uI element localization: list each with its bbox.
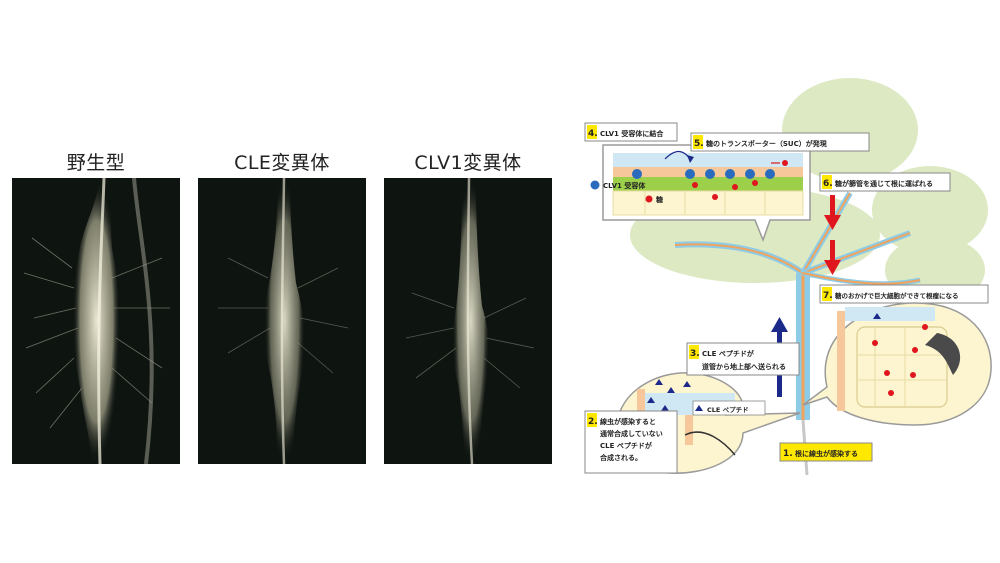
- gall-callout: [802, 302, 992, 426]
- photo-clv1-mutant: [384, 178, 552, 464]
- legend: CLV1 受容体 糖: [590, 180, 663, 204]
- root-image-cle-mutant: [218, 178, 349, 464]
- svg-text:7.: 7.: [823, 291, 833, 301]
- svg-text:根に線虫が感染する: 根に線虫が感染する: [795, 449, 858, 458]
- legend-sugar-icon: [645, 195, 653, 203]
- step-3-label: 3. CLE ペプチドが 道管から地上部へ送られる: [686, 342, 800, 376]
- svg-text:糖が篩管を通じて根に運ばれる: 糖が篩管を通じて根に運ばれる: [835, 179, 933, 188]
- root-image-clv1-mutant: [405, 178, 535, 464]
- vascular-bundle: [674, 191, 921, 475]
- step-2-label: 2. 線虫が感染すると 通常合成していない CLE ペプチドが 合成される。: [584, 410, 678, 474]
- nematode-signaling-diagram: CLV1 受容体 糖 4. CLV1 受容体に結合 5. 糖のトランスポーター（…: [584, 78, 992, 475]
- svg-text:糖のおかげで巨大細胞ができて根瘤になる: 糖のおかげで巨大細胞ができて根瘤になる: [835, 291, 959, 300]
- svg-text:2.: 2.: [588, 417, 598, 427]
- svg-text:1.: 1.: [783, 449, 793, 459]
- root-image-wild-type: [23, 178, 170, 464]
- step-5-label: 5. 糖のトランスポーター（SUC）が発現: [690, 132, 870, 152]
- svg-text:CLV1 受容体に結合: CLV1 受容体に結合: [600, 129, 664, 138]
- step-7-label: 7. 糖のおかげで巨大細胞ができて根瘤になる: [819, 284, 989, 304]
- leaf-top: [782, 78, 918, 182]
- svg-text:CLE ペプチドが: CLE ペプチドが: [600, 441, 652, 450]
- step-6-label: 6. 糖が篩管を通じて根に運ばれる: [819, 172, 951, 192]
- photo-label-cle-mutant: CLE変異体: [234, 152, 330, 174]
- photo-label-clv1-mutant: CLV1変異体: [414, 152, 522, 174]
- svg-text:5.: 5.: [694, 139, 704, 149]
- legend-receptor-label: CLV1 受容体: [603, 181, 646, 190]
- svg-text:道管から地上部へ送られる: 道管から地上部へ送られる: [702, 362, 786, 371]
- svg-text:線虫が感染すると: 線虫が感染すると: [600, 417, 656, 426]
- svg-text:CLE ペプチドが: CLE ペプチドが: [702, 349, 754, 358]
- svg-text:合成される。: 合成される。: [599, 453, 642, 462]
- svg-text:通常合成していない: 通常合成していない: [600, 429, 663, 438]
- photo-wild-type: [12, 178, 180, 464]
- svg-text:糖のトランスポーター（SUC）が発現: 糖のトランスポーター（SUC）が発現: [706, 139, 827, 148]
- legend-sugar-label: 糖: [656, 195, 663, 204]
- legend-receptor-icon: [590, 180, 600, 190]
- step-4-label: 4. CLV1 受容体に結合: [584, 122, 678, 142]
- step-1-label: 1. 根に線虫が感染する: [779, 442, 873, 462]
- svg-text:3.: 3.: [690, 349, 700, 359]
- photo-label-wild-type: 野生型: [66, 152, 126, 174]
- svg-text:CLE ペプチド: CLE ペプチド: [707, 405, 749, 414]
- svg-text:4.: 4.: [588, 129, 598, 139]
- peptide-legend: CLE ペプチド: [692, 400, 766, 416]
- photo-cle-mutant: [198, 178, 366, 464]
- svg-text:6.: 6.: [823, 179, 833, 189]
- downward-transport-arrows: [824, 195, 841, 275]
- leaf-cell-callout: [602, 144, 811, 243]
